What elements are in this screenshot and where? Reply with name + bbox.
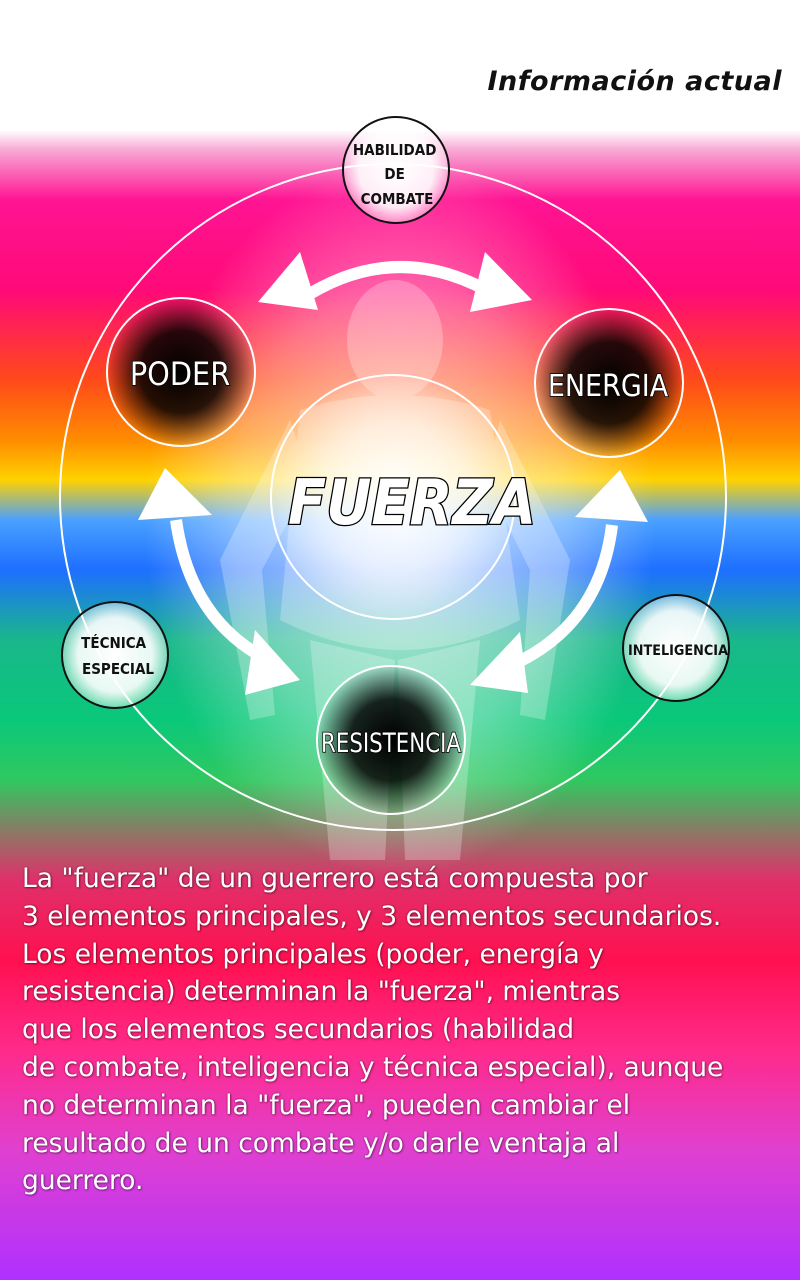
node-power-label: PODER xyxy=(130,355,230,393)
strength-diagram: FUERZA PODER ENERGIA RESISTENCIA HABILID… xyxy=(61,116,730,815)
cycle-arrows xyxy=(138,252,648,695)
node-resistance-label: RESISTENCIA xyxy=(321,728,461,759)
arrowhead-up-right-icon xyxy=(575,470,648,522)
description-line: 3 elementos principales, y 3 elementos s… xyxy=(22,900,722,932)
node-combat-line-1: HABILIDAD xyxy=(353,141,437,159)
description-line: no determinan la "fuerza", pueden cambia… xyxy=(22,1089,631,1121)
arrowhead-down-right-icon xyxy=(470,632,528,693)
description-text: La "fuerza" de un guerrero está compuest… xyxy=(22,860,792,1200)
description-line: La "fuerza" de un guerrero está compuest… xyxy=(22,863,648,894)
node-energy-label: ENERGIA xyxy=(548,369,669,404)
arrow-energy-resistance-icon xyxy=(509,524,618,671)
node-combat-skill-label: HABILIDAD DE COMBATE xyxy=(353,141,441,208)
node-resistance xyxy=(316,665,466,815)
arrowhead-left-icon xyxy=(258,252,318,310)
center-label: FUERZA xyxy=(288,466,536,539)
description-line: de combate, inteligencia y técnica espec… xyxy=(22,1051,724,1083)
node-technique-label: TÉCNICA ESPECIAL xyxy=(81,633,154,678)
node-energy xyxy=(534,308,684,458)
arrowhead-right-icon xyxy=(470,252,532,312)
arrowhead-up-left-icon xyxy=(138,468,212,520)
center-circle xyxy=(270,374,516,620)
arrow-power-resistance-icon xyxy=(170,519,271,666)
description-line: que los elementos secundarios (habilidad xyxy=(22,1014,575,1046)
node-intelligence xyxy=(622,594,730,702)
description-line: guerrero. xyxy=(22,1165,144,1197)
node-combat-line-2: DE xyxy=(384,165,404,183)
node-technique-line-2: ESPECIAL xyxy=(82,660,154,678)
node-combat-line-3: COMBATE xyxy=(361,190,434,208)
node-power xyxy=(106,297,256,447)
page-title: Información actual xyxy=(487,66,782,97)
description-line: Los elementos principales (poder, energí… xyxy=(22,938,604,970)
arrow-power-energy-icon xyxy=(296,261,504,306)
description-line: resistencia) determinan la "fuerza", mie… xyxy=(22,976,621,1008)
node-combat-skill xyxy=(342,116,450,224)
description-line: resultado de un combate y/o darle ventaj… xyxy=(22,1127,620,1159)
arrowhead-down-left-icon xyxy=(245,630,300,695)
node-special-technique xyxy=(61,601,169,709)
node-technique-line-1: TÉCNICA xyxy=(81,633,147,652)
node-intelligence-label: INTELIGENCIA xyxy=(628,643,728,659)
